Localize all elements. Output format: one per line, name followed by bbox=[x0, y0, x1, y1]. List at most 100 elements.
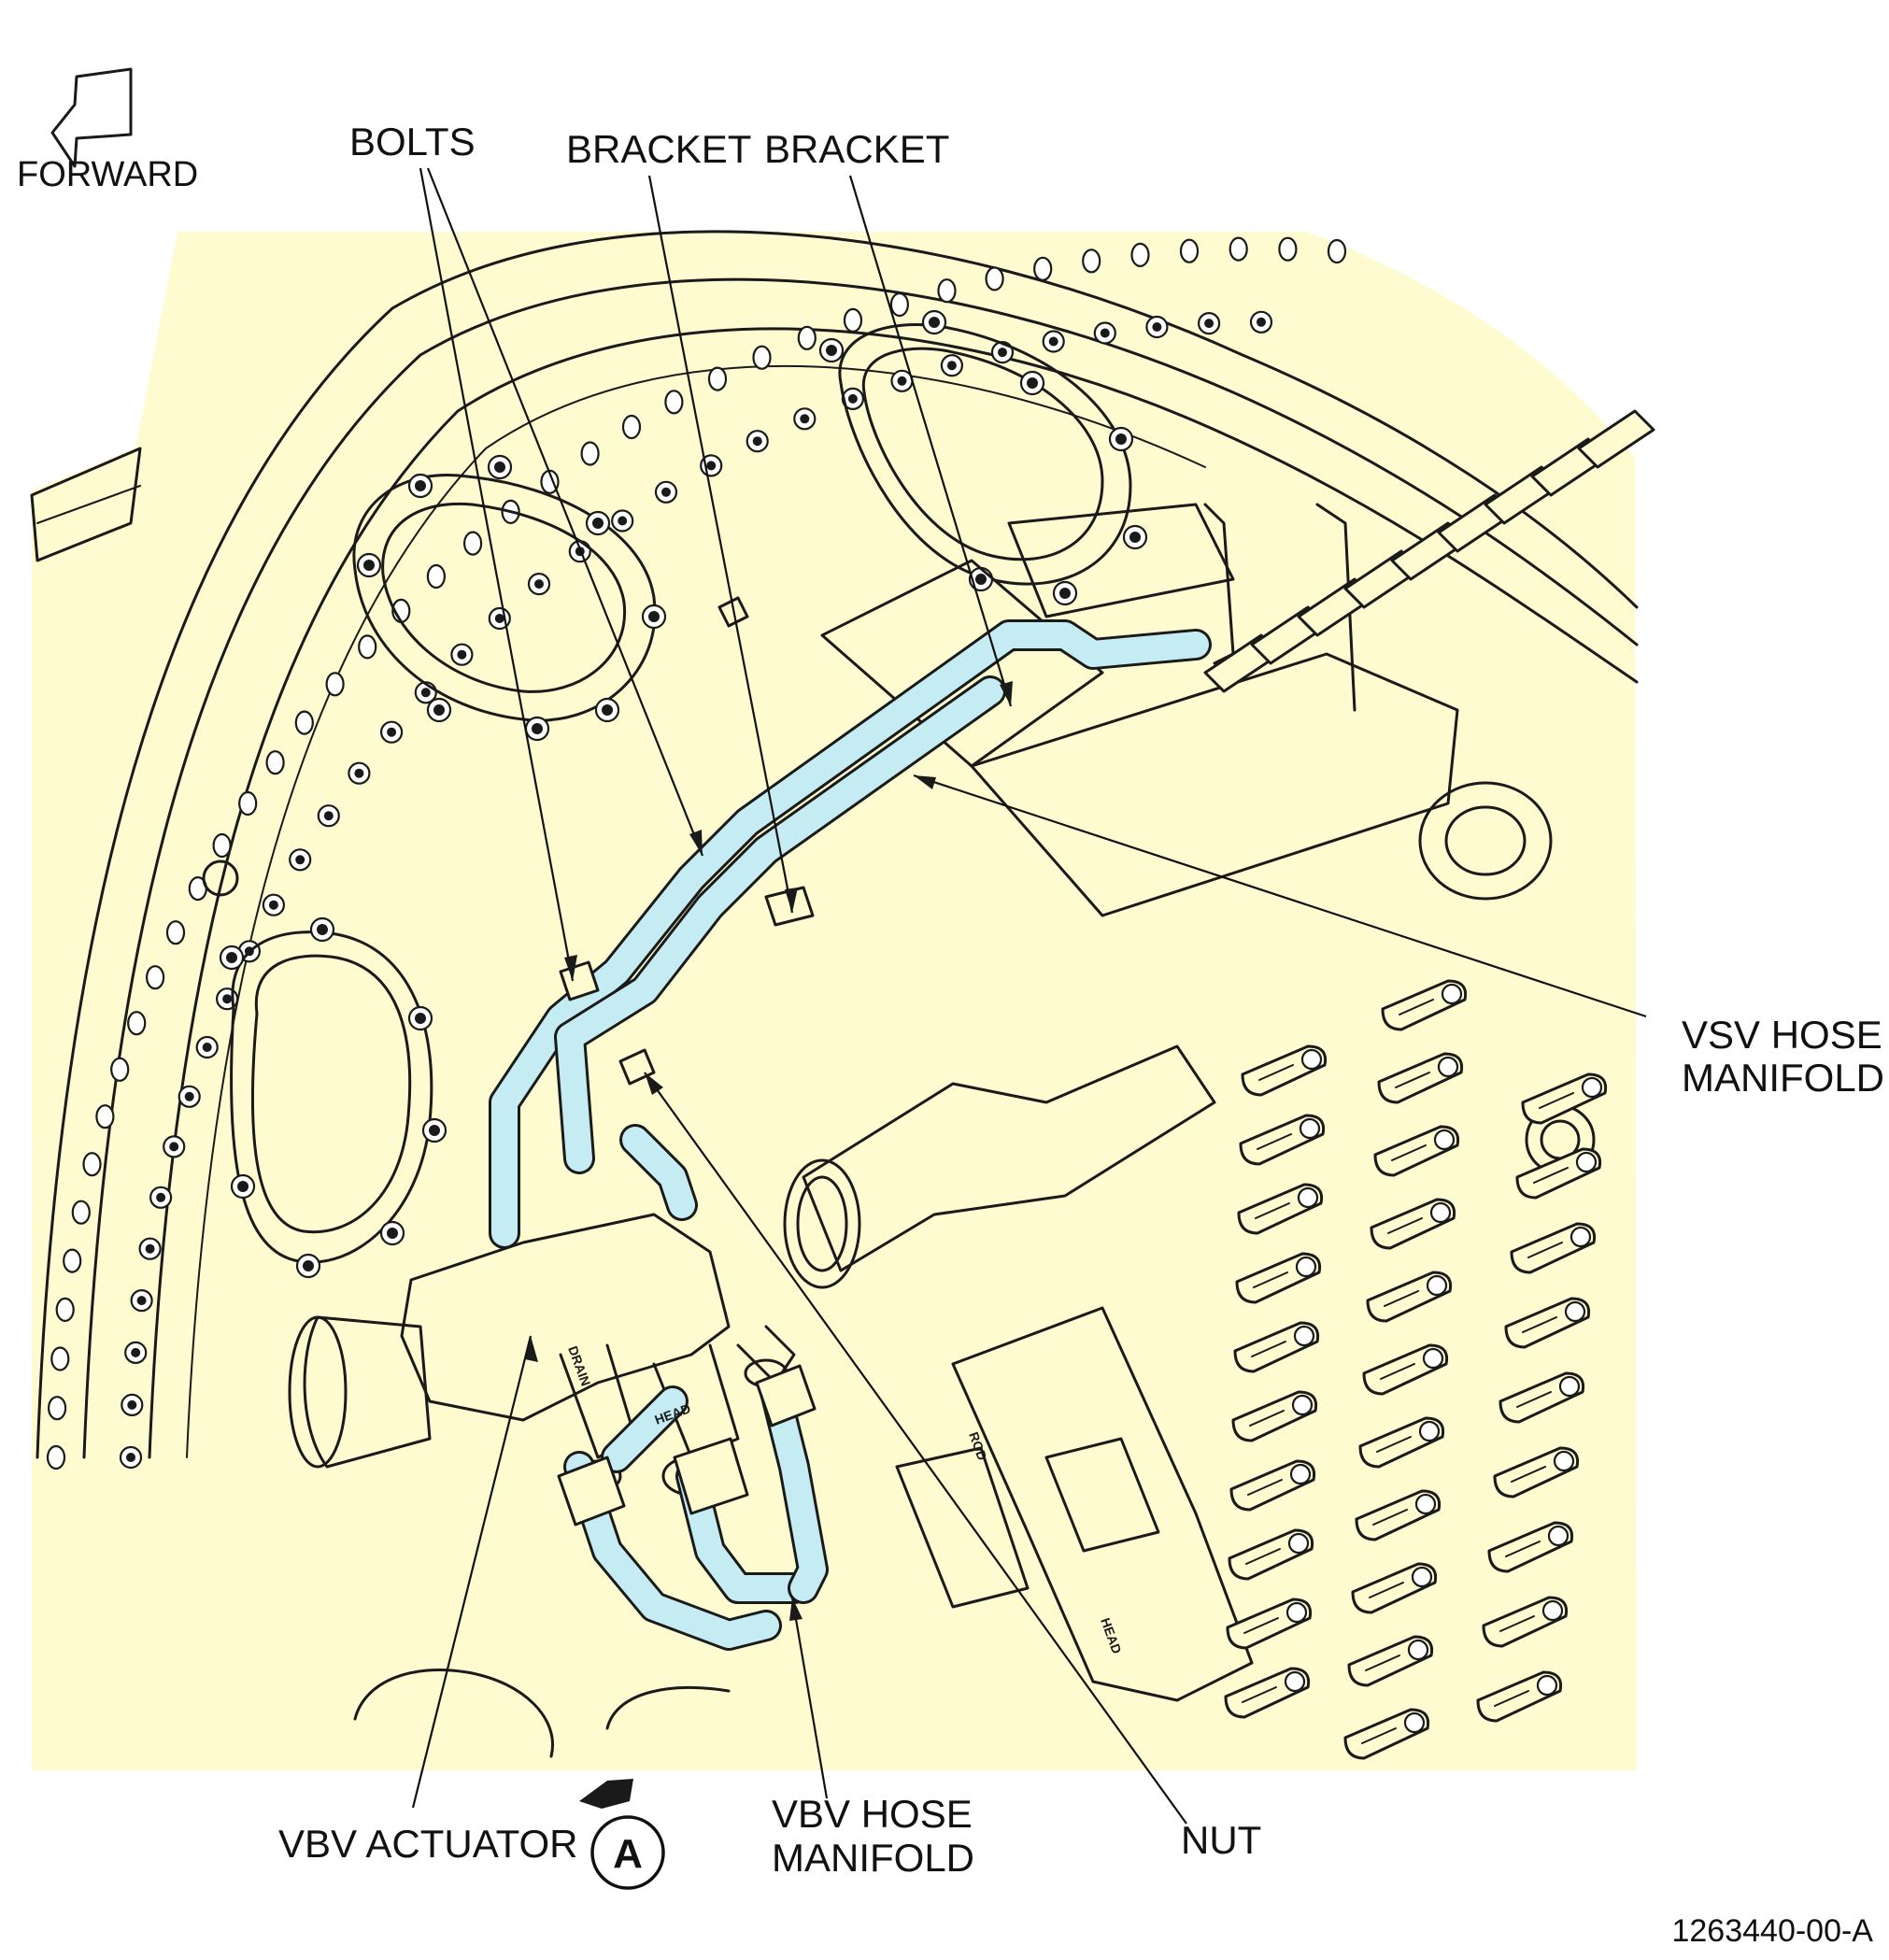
flange-bolt-center bbox=[1257, 317, 1266, 327]
view-marker: A bbox=[590, 1815, 665, 1890]
flange-hole bbox=[1278, 236, 1298, 262]
flange-bolt-center bbox=[295, 855, 305, 865]
vane-lever-pin bbox=[1422, 1347, 1444, 1370]
boss-bolt-head bbox=[303, 1260, 314, 1271]
vane-lever-pin bbox=[1441, 983, 1463, 1005]
forward-label: FORWARD bbox=[17, 155, 198, 194]
flange-hole bbox=[1130, 242, 1150, 267]
vane-lever-pin bbox=[1437, 1056, 1459, 1078]
illustration-background bbox=[32, 232, 1637, 1770]
vane-lever-slot bbox=[1391, 1144, 1427, 1161]
boss-bolt-head bbox=[975, 574, 987, 585]
view-direction-arrow-icon bbox=[579, 1779, 633, 1809]
vane-lever-pin bbox=[1433, 1129, 1456, 1151]
boss-bolt-head bbox=[1027, 377, 1038, 389]
vane-lever-pin bbox=[1295, 1256, 1317, 1278]
vane-lever-pin bbox=[1287, 1532, 1310, 1555]
flange-bolt-center bbox=[420, 688, 431, 698]
flange-hole bbox=[937, 278, 957, 304]
flange-bolt-center bbox=[457, 649, 467, 660]
vane-lever-slot bbox=[1516, 1391, 1552, 1408]
flange-hole bbox=[63, 1248, 82, 1273]
boss-bolt-head bbox=[826, 345, 837, 356]
vane-lever-slot bbox=[1533, 1167, 1569, 1184]
vane-lever-slot bbox=[1387, 1217, 1423, 1234]
flange-bolt-center bbox=[706, 461, 717, 471]
vbv-hose-manifold-label-line-2: MANIFOLD bbox=[772, 1836, 974, 1880]
boss-bolt-head bbox=[1059, 588, 1071, 599]
vane-lever-pin bbox=[1300, 1048, 1323, 1071]
flange-hole bbox=[212, 832, 232, 859]
bracket-2-leader bbox=[848, 175, 1013, 707]
flange-bolt-center bbox=[946, 361, 957, 371]
vbv-actuator-leader bbox=[411, 1335, 533, 1809]
vane-lever-slot bbox=[1253, 1271, 1288, 1288]
vsv-hose-manifold-label-line-1: VSV HOSE bbox=[1682, 1013, 1882, 1057]
vbv-hose bbox=[563, 1376, 829, 1651]
flange-bolt-center bbox=[752, 436, 762, 447]
flange-hole bbox=[1179, 238, 1200, 263]
flange-hole bbox=[580, 441, 600, 466]
vane-lever-pin bbox=[1403, 1711, 1426, 1734]
flange-hole bbox=[165, 920, 186, 945]
flange-hole bbox=[707, 366, 728, 391]
vane-lever-slot bbox=[1395, 1072, 1430, 1088]
flange-hole bbox=[265, 750, 285, 775]
vane-lever-pin bbox=[1581, 1076, 1603, 1099]
leader-lines bbox=[411, 167, 1647, 1825]
vane-lever-slot bbox=[1505, 1541, 1541, 1557]
compressor-case-flange bbox=[30, 230, 1639, 1459]
flange-bolt-center bbox=[268, 900, 278, 910]
bracket-label-1: BRACKET bbox=[566, 127, 751, 171]
boss-bolt-head bbox=[415, 1013, 426, 1024]
boss-bolts bbox=[219, 309, 1148, 1279]
flange-hole bbox=[843, 307, 863, 333]
flange-hole bbox=[55, 1297, 75, 1323]
vane-lever-slot bbox=[1258, 1064, 1294, 1081]
vane-lever-slot bbox=[1499, 1615, 1535, 1632]
vbv-hose-manifold-label-line-1: VBV HOSE bbox=[772, 1792, 973, 1836]
flange-hole bbox=[1229, 236, 1248, 262]
vane-lever-slot bbox=[1380, 1363, 1415, 1380]
vsv-linkage bbox=[1577, 409, 1655, 469]
vane-lever-slot bbox=[1494, 1690, 1529, 1707]
boss-bolt-head bbox=[532, 723, 543, 734]
flange-hole bbox=[95, 1104, 115, 1129]
flange-bolt-center bbox=[126, 1453, 135, 1462]
view-marker-letter: A bbox=[613, 1831, 643, 1877]
flange-hole bbox=[127, 1011, 147, 1036]
flange-bolt-center bbox=[387, 727, 397, 737]
flange-bolt-center bbox=[847, 393, 858, 404]
vane-lever-pin bbox=[1536, 1674, 1558, 1697]
flange-hole bbox=[358, 634, 377, 660]
bolts-leader-2 bbox=[426, 167, 704, 857]
flange-bolt-center bbox=[127, 1399, 137, 1410]
vane-lever-slot bbox=[1369, 1582, 1404, 1598]
vane-lever-pin bbox=[1418, 1420, 1441, 1442]
flange-hole bbox=[1033, 256, 1053, 281]
vane-lever-slot bbox=[1384, 1290, 1419, 1307]
flange-bolt-center bbox=[145, 1243, 155, 1254]
bracket-1-leader bbox=[647, 175, 794, 914]
vane-lever-pin bbox=[1299, 1117, 1321, 1140]
boss-bolt-head bbox=[648, 611, 660, 622]
vane-lever-pin bbox=[1558, 1375, 1581, 1398]
vane-lever-slot bbox=[1376, 1436, 1412, 1453]
flange-hole bbox=[71, 1200, 91, 1225]
vane-lever-pin bbox=[1289, 1463, 1312, 1485]
flange-hole bbox=[1082, 249, 1101, 274]
vane-lever-pin bbox=[1285, 1601, 1308, 1624]
boss-bolt-head bbox=[387, 1228, 398, 1239]
flange-bolt-center bbox=[1048, 336, 1058, 347]
vsv-mechanism bbox=[783, 503, 1596, 1702]
vane-lever-pin bbox=[1426, 1274, 1448, 1297]
flange-hole bbox=[110, 1057, 130, 1082]
boss-bolt-head bbox=[317, 924, 328, 935]
flange-bolt-center bbox=[136, 1296, 147, 1306]
flange-hole bbox=[82, 1152, 102, 1177]
vane-lever-slot bbox=[1372, 1509, 1408, 1526]
vane-lever-slot bbox=[1249, 1410, 1285, 1427]
flange-hole bbox=[664, 390, 684, 415]
flange-hole bbox=[889, 291, 910, 318]
flange-bolt-center bbox=[618, 516, 628, 526]
